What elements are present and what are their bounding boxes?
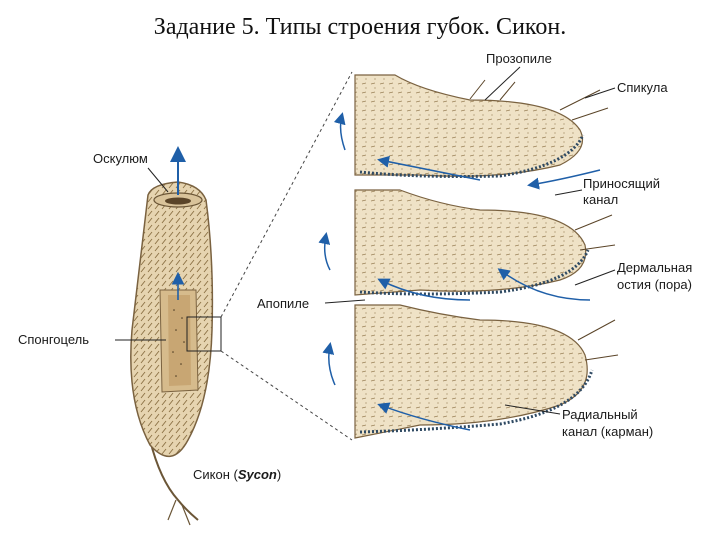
label-dermal-ostium-1: Дермальная <box>617 260 692 275</box>
label-incurrent-canal-1: Приносящий <box>583 176 660 191</box>
label-sycon: Сикон (Sycon) <box>193 467 281 482</box>
slide-title: Задание 5. Типы строения губок. Сикон. <box>153 14 567 40</box>
label-spongocoel: Спонгоцель <box>18 332 89 347</box>
label-spicule: Спикула <box>617 80 668 95</box>
label-dermal-ostium-2: остия (пора) <box>617 277 692 292</box>
label-radial-canal-1: Радиальный <box>562 407 638 422</box>
zoom-projection-lines <box>220 71 353 441</box>
label-osculum: Оскулюм <box>93 151 148 166</box>
label-radial-canal-2: канал (карман) <box>562 424 653 439</box>
sponge-body <box>130 181 222 526</box>
label-incurrent-canal-2: канал <box>583 192 618 207</box>
label-apopile: Апопиле <box>257 296 309 311</box>
wall-section-magnified <box>318 74 619 439</box>
labels: Прозопиле Спикула Оскулюм Приносящий кан… <box>18 51 692 482</box>
label-prosopile: Прозопиле <box>486 51 552 66</box>
